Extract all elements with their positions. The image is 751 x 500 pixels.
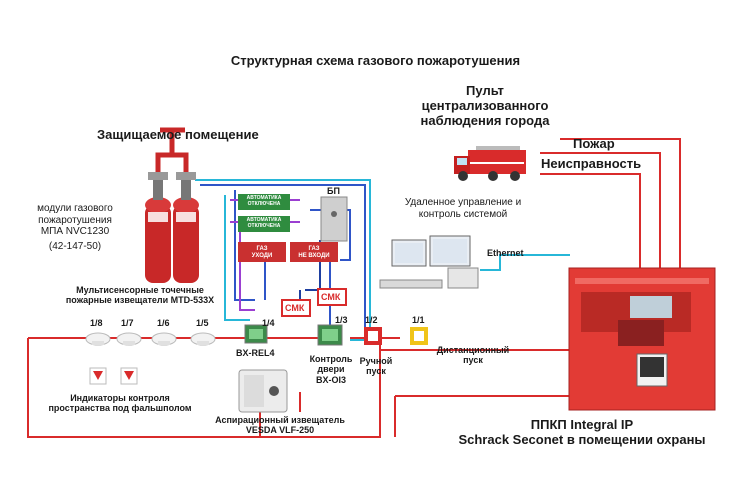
- board-auto-off-2-text: АВТОМАТИКА ОТКЛЮЧЕНА: [238, 217, 290, 230]
- address-1-3: 1/3: [335, 315, 348, 325]
- remote-control-label: Удаленное управление и контроль системой: [378, 197, 548, 220]
- board-gas-no-enter-text: ГАЗ НЕ ВХОДИ: [290, 246, 338, 260]
- manual-start-line-2: пуск: [366, 366, 386, 377]
- red-signal-lines: [27, 138, 681, 438]
- gas-cylinder-right: [173, 172, 199, 283]
- protected-room-label: Защищаемое помещение: [97, 127, 259, 142]
- fire-truck: [454, 146, 526, 181]
- bx-rel4-module: [244, 324, 268, 344]
- gas-cylinder-left: [145, 172, 171, 283]
- detector-1-5: [190, 332, 216, 346]
- board-4-line-1: ГАЗ: [308, 246, 320, 252]
- remote-start-button: [410, 327, 428, 345]
- gas-manifold-pipe: [155, 127, 189, 172]
- workstation-monitors: [379, 235, 479, 289]
- board-gas-no-enter: [290, 242, 338, 262]
- board-gas-leave-text: ГАЗ УХОДИ: [238, 246, 286, 260]
- ethernet-label: Ethernet: [487, 248, 524, 258]
- board-2-line-1: АВТОМАТИКА: [246, 217, 282, 223]
- remote-control-line-1: Удаленное управление и: [404, 197, 522, 208]
- manual-start-line-1: Ручной: [359, 356, 393, 366]
- board-1-line-2: ОТКЛЮЧЕНА: [247, 200, 281, 207]
- board-auto-off-1: [238, 194, 290, 210]
- smk-box-1: [281, 299, 311, 317]
- remote-start-label: Дистанционный пуск: [428, 345, 518, 366]
- central-monitoring-line-1: Пульт: [466, 83, 504, 98]
- address-1-2: 1/2: [365, 315, 378, 325]
- detector-1-8: [85, 332, 111, 346]
- bx-rel4-label: BX-REL4: [236, 348, 275, 358]
- gas-modules-line-3: МПА NVC1230: [40, 226, 110, 237]
- door-control-label: Контроль двери BX-OI3: [306, 354, 356, 385]
- detectors-row: [85, 332, 216, 346]
- smk-label-1: СМК: [285, 303, 305, 313]
- aspiration-detector: [238, 369, 288, 413]
- aspiration-line-1: Аспирационный извещатель: [215, 415, 345, 425]
- aspiration-line-2: VESDA VLF-250: [245, 425, 315, 436]
- manual-start-label: Ручной пуск: [356, 356, 396, 377]
- door-control-module: [317, 324, 343, 346]
- board-auto-off-1-text: АВТОМАТИКА ОТКЛЮЧЕНА: [238, 195, 290, 208]
- indicators-line-2: пространства под фальшполом: [48, 403, 192, 414]
- detector-1-6: [151, 332, 177, 346]
- indicator-right: [120, 367, 138, 385]
- central-monitoring-label: Пульт централизованного наблюдения город…: [400, 83, 570, 129]
- fault-signal-label: Неисправность: [541, 156, 642, 171]
- board-4-line-2: НЕ ВХОДИ: [298, 252, 330, 259]
- gas-modules-line-4: (42-147-50): [48, 240, 102, 252]
- gas-modules-line-2: пожаротушения: [38, 214, 112, 226]
- address-1-1: 1/1: [412, 315, 425, 325]
- smk-label-2: СМК: [321, 292, 341, 302]
- gas-modules-line-1: модули газового: [37, 203, 113, 214]
- detector-1-7: [116, 332, 142, 346]
- address-1-7: 1/7: [121, 318, 134, 328]
- board-1-line-1: АВТОМАТИКА: [246, 195, 282, 201]
- power-supply-box: [320, 196, 348, 242]
- power-supply-label: БП: [327, 186, 340, 196]
- page-title: Структурная схема газового пожаротушения: [230, 53, 521, 68]
- remote-start-line-2: пуск: [463, 355, 483, 366]
- door-control-line-2: двери: [317, 364, 345, 375]
- address-1-8: 1/8: [90, 318, 103, 328]
- indicator-left: [89, 367, 107, 385]
- panel-caption-line-2: Schrack Seconet в помещении охраны: [458, 431, 706, 447]
- detectors-line-1: Мультисенсорные точечные: [76, 285, 204, 295]
- control-panel-integral: [568, 267, 716, 411]
- address-1-6: 1/6: [157, 318, 170, 328]
- manual-call-point: [364, 327, 382, 345]
- indicators-label: Индикаторы контроля пространства под фал…: [30, 393, 210, 414]
- smk-box-2: [317, 288, 347, 306]
- board-2-line-2: ОТКЛЮЧЕНА: [247, 222, 281, 229]
- door-control-line-1: Контроль: [309, 354, 353, 364]
- central-monitoring-line-3: наблюдения города: [420, 112, 550, 128]
- detectors-label: Мультисенсорные точечные пожарные извеща…: [30, 285, 250, 306]
- detectors-line-2: пожарные извещатели МТD-533Х: [65, 295, 215, 306]
- address-1-5: 1/5: [196, 318, 209, 328]
- panel-caption: ППКП Integral IP Schrack Seconet в помещ…: [432, 417, 732, 448]
- cyan-lines: [195, 179, 570, 341]
- central-monitoring-line-2: централизованного: [421, 97, 549, 113]
- board-auto-off-2: [238, 216, 290, 232]
- gas-modules-label: модули газового пожаротушения МПА NVC123…: [20, 203, 130, 252]
- aspiration-label: Аспирационный извещатель VESDA VLF-250: [205, 415, 355, 436]
- address-1-4: 1/4: [262, 318, 275, 328]
- door-control-line-3: BX-OI3: [315, 374, 346, 385]
- remote-control-line-2: контроль системой: [418, 208, 508, 220]
- indicators-line-1: Индикаторы контроля: [70, 393, 170, 403]
- fire-signal-label: Пожар: [573, 136, 615, 151]
- board-3-line-1: ГАЗ: [256, 246, 268, 252]
- remote-start-line-1: Дистанционный: [436, 345, 510, 355]
- board-3-line-2: УХОДИ: [251, 252, 273, 259]
- board-gas-leave: [238, 242, 286, 262]
- panel-caption-line-1: ППКП Integral IP: [530, 417, 634, 432]
